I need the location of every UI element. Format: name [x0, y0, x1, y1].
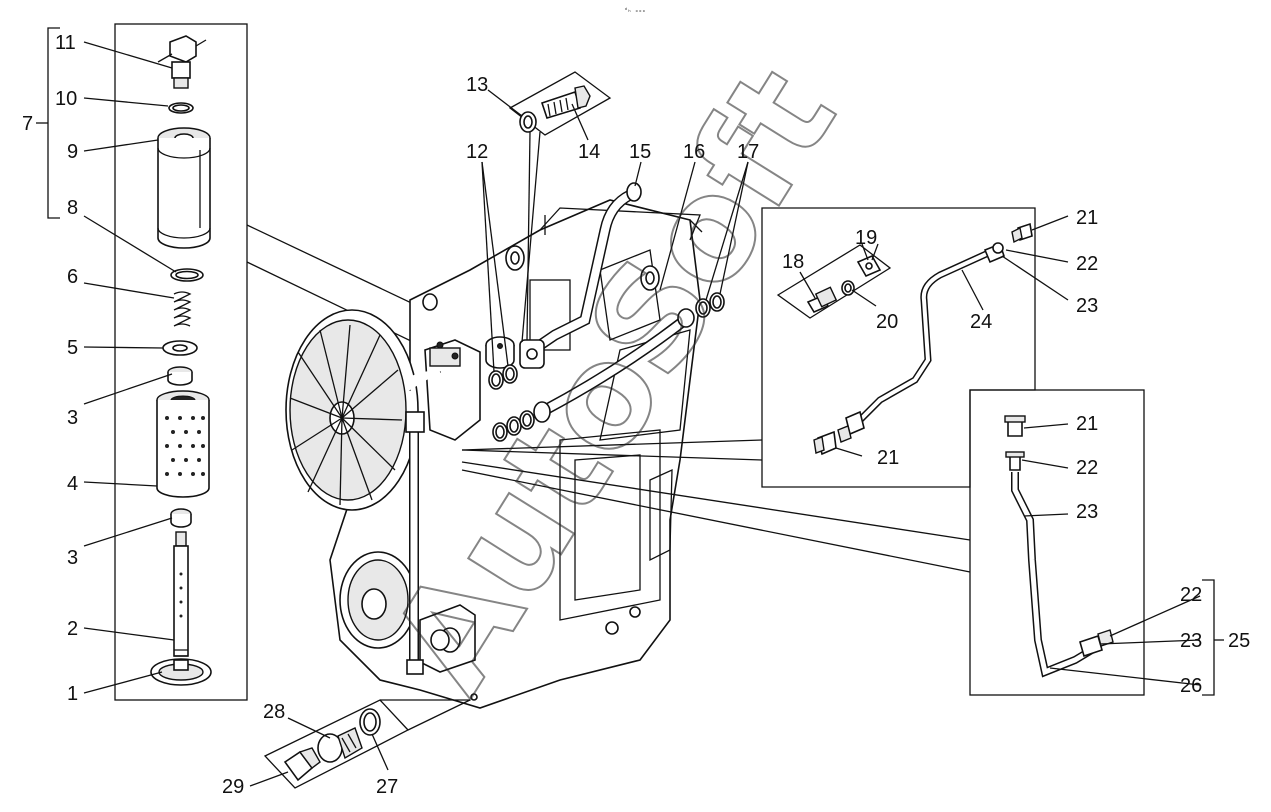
callout-7: 7	[22, 113, 33, 135]
drain-plug-detail	[263, 699, 471, 789]
filter-connector-line	[246, 261, 441, 356]
sensor-icon	[157, 35, 207, 89]
seal-icon	[167, 366, 193, 386]
callout-23-end: 23	[1180, 630, 1202, 652]
filter-assembly	[36, 23, 248, 701]
callout-23-lower: 23	[1076, 501, 1098, 523]
filter-element-icon	[156, 390, 210, 498]
callout-29: 29	[222, 776, 244, 798]
fan-blades	[289, 324, 403, 506]
callout-14: 14	[578, 141, 600, 163]
bracket-7	[47, 27, 60, 219]
callout-23-top: 23	[1076, 295, 1098, 317]
callout-5: 5	[67, 337, 78, 359]
corner-mark: ᵈₕ ₒₒₒ	[624, 7, 646, 14]
callout-9: 9	[67, 141, 78, 163]
callout-6: 6	[67, 266, 78, 288]
callout-22-top: 22	[1076, 253, 1098, 275]
o-ring-icon	[488, 292, 725, 442]
callout-21-lower: 21	[1076, 413, 1098, 435]
callout-12: 12	[466, 141, 488, 163]
drain-plug-icon	[283, 747, 321, 782]
banjo-bolt-icon	[806, 286, 838, 314]
seal-icon	[170, 508, 192, 528]
callout-8: 8	[67, 197, 78, 219]
bolt-icon	[540, 85, 591, 119]
center-bolt-icon	[173, 531, 189, 663]
callout-3-lower: 3	[67, 547, 78, 569]
callout-11: 11	[55, 32, 76, 54]
callout-21-mid: 21	[877, 447, 899, 469]
callout-17: 17	[737, 141, 759, 163]
callout-25: 25	[1228, 630, 1250, 652]
callout-18: 18	[782, 251, 804, 273]
plug-adapter-icon	[317, 727, 363, 763]
callout-19: 19	[855, 227, 877, 249]
callout-20: 20	[876, 311, 898, 333]
filter-housing-icon	[157, 127, 211, 249]
callout-22-end: 22	[1180, 584, 1202, 606]
callout-2: 2	[67, 618, 78, 640]
callout-22-lower: 22	[1076, 457, 1098, 479]
fitting-detail-lower	[969, 389, 1145, 696]
callout-24: 24	[970, 311, 992, 333]
filter-assembly-frame	[114, 23, 248, 701]
callout-4: 4	[67, 473, 78, 495]
callout-15: 15	[629, 141, 651, 163]
callout-27: 27	[376, 776, 398, 798]
callout-16: 16	[683, 141, 705, 163]
base-plate-icon	[150, 658, 212, 686]
oil-pipe-icon	[519, 182, 642, 369]
callout-10: 10	[55, 88, 77, 110]
callout-21-top: 21	[1076, 207, 1098, 229]
callout-26: 26	[1180, 675, 1202, 697]
callout-3-upper: 3	[67, 407, 78, 429]
callout-labels: 11 10 7 9 8 6 5 3 4 3 2 1 13 14 12 15 16…	[22, 32, 1250, 798]
callout-1: 1	[67, 683, 78, 705]
spring-icon	[173, 291, 192, 327]
fitting-detail-upper	[761, 207, 1036, 488]
transmission-housing-icon	[285, 199, 703, 709]
callout-28: 28	[263, 701, 285, 723]
oil-pipe-icon	[533, 308, 695, 423]
callout-13: 13	[466, 74, 488, 96]
bolt-detail	[508, 71, 612, 343]
